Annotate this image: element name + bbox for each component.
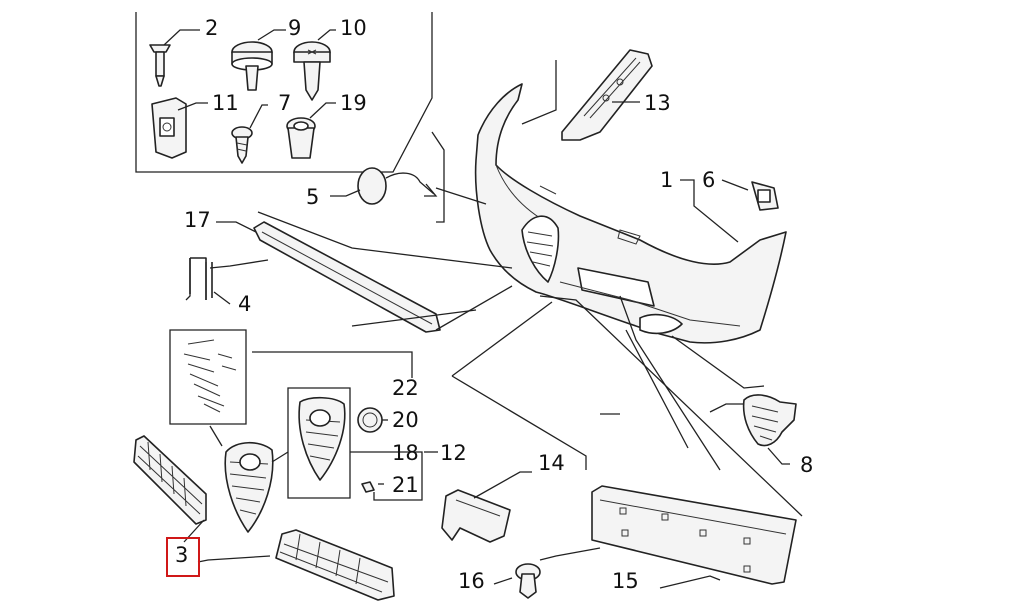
part-12-assembly[interactable] (287, 387, 351, 499)
callout-19[interactable]: 19 (340, 91, 367, 115)
part-14-bracket[interactable] (441, 489, 511, 543)
part-3-mesh-right[interactable] (275, 529, 395, 601)
callout-4[interactable]: 4 (238, 292, 251, 316)
callout-8[interactable]: 8 (800, 453, 813, 477)
part-15-plate-holder[interactable] (591, 485, 797, 585)
callout-5[interactable]: 5 (306, 185, 319, 209)
part-22-inset[interactable] (169, 329, 247, 425)
part-10-screw[interactable] (293, 41, 331, 101)
callout-1[interactable]: 1 (660, 168, 673, 192)
callout-15[interactable]: 15 (612, 569, 639, 593)
callout-21[interactable]: 21 (392, 473, 419, 497)
part-19-nut[interactable] (286, 117, 316, 159)
part-13-bracket[interactable] (561, 49, 653, 141)
callout-3[interactable]: 3 (175, 543, 188, 567)
part-9-screw[interactable] (231, 41, 273, 91)
callout-22[interactable]: 22 (392, 376, 419, 400)
fastener-inset (135, 12, 433, 173)
part-7-screw[interactable] (231, 126, 253, 164)
callout-9[interactable]: 9 (288, 16, 301, 40)
part-3-mesh-left[interactable] (133, 435, 207, 525)
part-17-strip[interactable] (253, 221, 441, 333)
part-21-screw[interactable] (361, 481, 375, 493)
part-2-rivet[interactable] (149, 44, 171, 87)
callout-12[interactable]: 12 (440, 441, 467, 465)
callout-7[interactable]: 7 (278, 91, 291, 115)
part-16-screw[interactable] (515, 563, 541, 599)
front-grille[interactable] (224, 441, 274, 533)
callout-11[interactable]: 11 (212, 91, 239, 115)
part-8-fog-grille[interactable] (742, 394, 797, 447)
part-1-bumper[interactable] (474, 83, 787, 344)
callout-labels: 2 9 10 11 7 19 13 5 1 6 17 4 22 20 18 12… (175, 16, 813, 593)
callout-18[interactable]: 18 (392, 441, 419, 465)
callout-14[interactable]: 14 (538, 451, 565, 475)
callout-17[interactable]: 17 (184, 208, 211, 232)
part-5-cap[interactable] (357, 167, 438, 205)
callout-16[interactable]: 16 (458, 569, 485, 593)
callout-20[interactable]: 20 (392, 408, 419, 432)
highlighted-callout-box (166, 537, 200, 577)
part-4-clip[interactable] (185, 257, 213, 301)
callout-13[interactable]: 13 (644, 91, 671, 115)
callout-2[interactable]: 2 (205, 16, 218, 40)
part-20-badge[interactable] (357, 407, 383, 433)
callout-10[interactable]: 10 (340, 16, 367, 40)
callout-6[interactable]: 6 (702, 168, 715, 192)
part-11-clip[interactable] (151, 97, 187, 159)
part-6-clip[interactable] (751, 181, 779, 211)
